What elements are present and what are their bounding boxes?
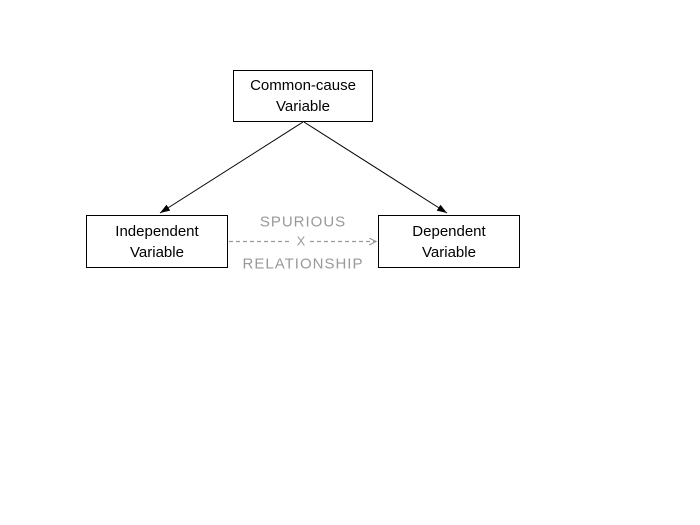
node-dependent-variable: Dependent Variable <box>378 215 520 268</box>
node-common-cause-variable: Common-cause Variable <box>233 70 373 122</box>
spurious-label: SPURIOUS <box>259 213 347 231</box>
relationship-label: RELATIONSHIP <box>242 255 364 273</box>
spurious-x-mark: X <box>296 233 306 249</box>
node-label-line: Variable <box>422 243 476 261</box>
node-label-line: Independent <box>115 222 199 240</box>
edge-common-to-independent <box>159 121 304 214</box>
node-label-line: Dependent <box>412 222 486 240</box>
node-independent-variable: Independent Variable <box>86 215 228 268</box>
edge-common-to-dependent <box>303 121 448 214</box>
node-label-line: Common-cause <box>250 77 356 94</box>
node-label-line: Variable <box>130 243 184 261</box>
node-label-line: Variable <box>276 98 330 115</box>
